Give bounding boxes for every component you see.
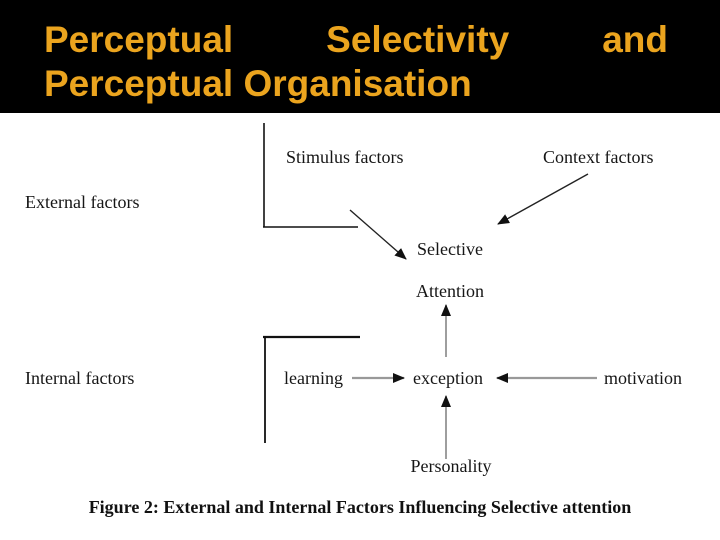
- label-selective: Selective: [417, 239, 483, 259]
- title-word-selectivity: Selectivity: [326, 19, 510, 60]
- title-word-perceptual: Perceptual: [44, 19, 234, 60]
- label-attention: Attention: [416, 281, 484, 301]
- slide-header: Perceptual Selectivity and Perceptual Or…: [0, 0, 720, 113]
- arrow-context-to-selective: [497, 173, 589, 225]
- title-word-and: and: [602, 19, 668, 60]
- slide-title-line1: Perceptual Selectivity and: [44, 18, 668, 62]
- label-internal-factors: Internal factors: [25, 368, 135, 388]
- slide-title-line2: Perceptual Organisation: [44, 63, 472, 104]
- label-exception: exception: [413, 368, 483, 388]
- label-learning: learning: [284, 368, 343, 388]
- label-personality: Personality: [410, 456, 492, 476]
- label-stimulus-factors: Stimulus factors: [286, 147, 404, 167]
- label-context-factors: Context factors: [543, 147, 654, 167]
- label-external-factors: External factors: [25, 192, 140, 212]
- figure-caption: Figure 2: External and Internal Factors …: [88, 497, 632, 517]
- label-motivation: motivation: [604, 368, 682, 388]
